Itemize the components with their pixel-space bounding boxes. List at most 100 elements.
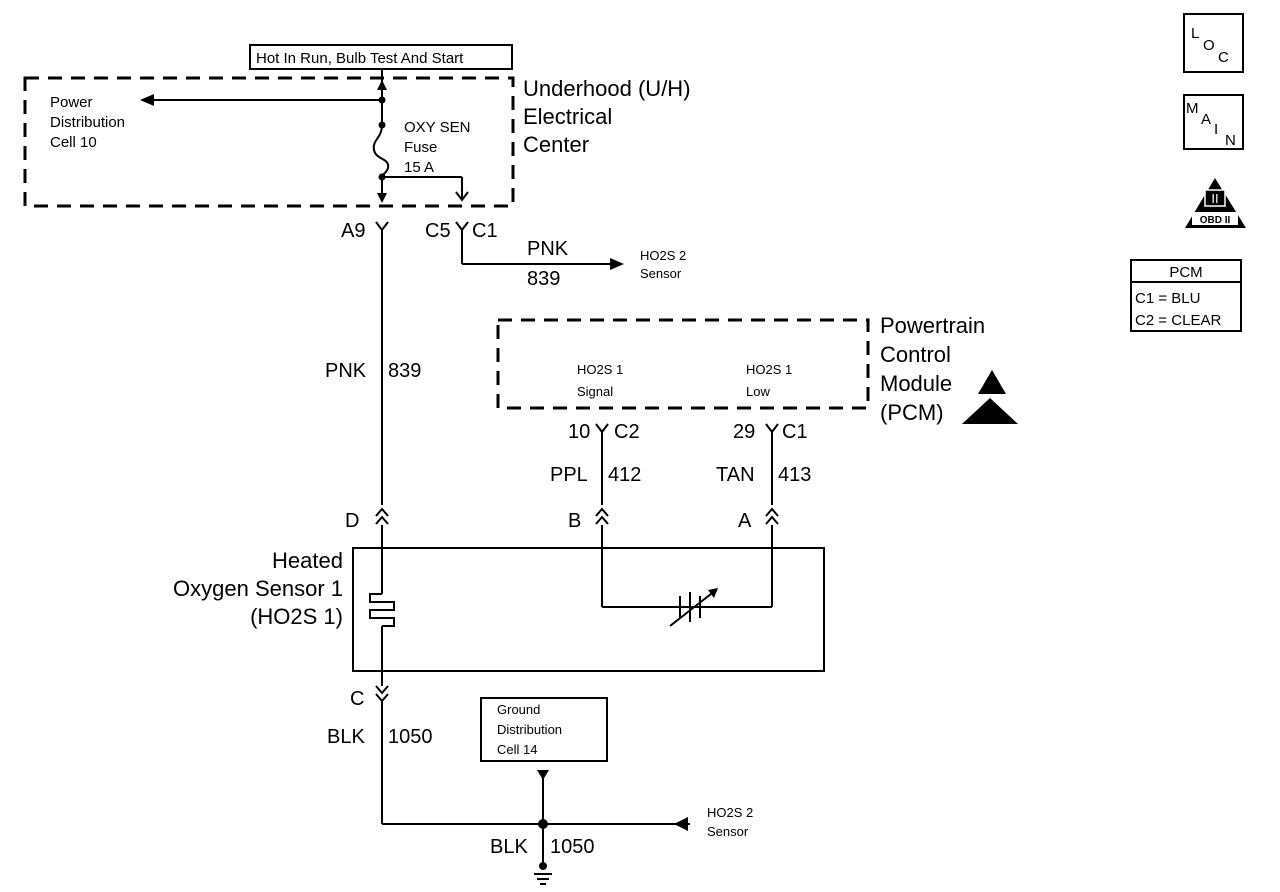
variable-resistor-symbol <box>669 588 718 627</box>
ho2s2-feed-arrow <box>610 258 624 270</box>
pcm-legend-c2: C2 = CLEAR <box>1135 312 1221 329</box>
pin-10-label: 10 <box>568 421 590 443</box>
uh-center-label-2: Electrical <box>523 104 612 129</box>
sensor-box <box>352 547 825 672</box>
conn-a9-label: A9 <box>341 220 365 242</box>
power-dist-arrow <box>140 94 154 106</box>
pin-c-lower-chevron <box>375 693 389 703</box>
wire-ppl-color: PPL <box>550 464 588 486</box>
pin-d-label: D <box>345 510 359 532</box>
power-dist-label-2: Distribution <box>50 114 125 131</box>
ground-dist-box <box>480 697 608 762</box>
pin-b-upper-chevron <box>595 507 609 517</box>
sensor-label-3: (HO2S 1) <box>250 604 343 629</box>
conn-c1-pcm-label: C1 <box>782 421 808 443</box>
ho2s2-bottom-label-2: Sensor <box>707 824 749 839</box>
pcm-legend-c1: C1 = BLU <box>1135 290 1200 307</box>
fuse-symbol <box>372 124 390 178</box>
pcm-low-label-1: HO2S 1 <box>746 362 792 377</box>
ground-icon <box>534 873 552 885</box>
pin-b-lower-chevron <box>595 515 609 525</box>
obd-ii-icon[interactable]: II OBD II <box>1185 178 1246 228</box>
loc-icon-l: L <box>1191 25 1199 42</box>
obd-icon-label: OBD II <box>1200 215 1231 226</box>
pin-c-upper-chevron <box>375 685 389 695</box>
feed-splice <box>378 96 386 104</box>
feed-arrow <box>377 80 387 90</box>
wire-pnk-right-circuit: 839 <box>527 268 560 290</box>
wire-tan-circuit: 413 <box>778 464 811 486</box>
wire-blk-upper-circuit: 1050 <box>388 726 433 748</box>
ground-splice <box>538 819 548 829</box>
pcm-label-1: Powertrain <box>880 313 985 338</box>
power-dist-label-3: Cell 10 <box>50 134 97 151</box>
ho2s2-top-label-1: HO2S 2 <box>640 248 686 263</box>
ho2s2-bottom-label-1: HO2S 2 <box>707 805 753 820</box>
conn-c1-top-label: C1 <box>472 220 498 242</box>
sensor-label-2: Oxygen Sensor 1 <box>173 576 343 601</box>
conn-c5-label: C5 <box>425 220 451 242</box>
ground-dist-label-2: Distribution <box>497 722 562 737</box>
pcm-signal-label-1: HO2S 1 <box>577 362 623 377</box>
pin-29-label: 29 <box>733 421 755 443</box>
pcm-signal-label-2: Signal <box>577 384 613 399</box>
wire-pnk-right-color: PNK <box>527 238 569 260</box>
pcm-label-3: Module <box>880 371 952 396</box>
ho2s2-bottom-arrow <box>674 817 688 831</box>
ground-node <box>539 862 547 870</box>
fuse-label-3: 15 A <box>404 159 434 176</box>
conn-c2-symbol <box>595 423 609 434</box>
c5-drop-arrow <box>455 191 469 202</box>
main-icon-a: A <box>1201 111 1211 128</box>
pin-a-upper-chevron <box>765 507 779 517</box>
esd-hand-icon <box>962 398 1018 424</box>
a9-drop-arrow <box>377 193 387 203</box>
ground-dist-label-3: Cell 14 <box>497 742 537 757</box>
pin-d-lower-chevron <box>375 515 389 525</box>
conn-c5-symbol <box>455 221 469 232</box>
pcm-low-label-2: Low <box>746 384 770 399</box>
ho2s2-top-label-2: Sensor <box>640 266 682 281</box>
top-label-box <box>249 44 513 70</box>
pcm-legend-title: PCM <box>1169 264 1202 281</box>
uh-center-box <box>23 76 515 208</box>
wire-pnk-left-color: PNK <box>325 360 367 382</box>
uh-center-label-1: Underhood (U/H) <box>523 76 691 101</box>
conn-a9-symbol <box>375 221 389 232</box>
pin-b-label: B <box>568 510 581 532</box>
esd-warning-icon <box>978 370 1006 394</box>
pcm-connector-legend: PCM C1 = BLU C2 = CLEAR <box>1130 259 1242 332</box>
wire-blk-upper-color: BLK <box>327 726 365 748</box>
pin-c-label: C <box>350 688 364 710</box>
pcm-label-2: Control <box>880 342 951 367</box>
loc-icon-c: C <box>1218 49 1229 66</box>
uh-center-label-3: Center <box>523 132 589 157</box>
conn-c2-label: C2 <box>614 421 640 443</box>
conn-c1-pcm-symbol <box>765 423 779 434</box>
main-icon-m: M <box>1186 100 1199 117</box>
heater-element-symbol <box>369 593 395 627</box>
top-label-text: Hot In Run, Bulb Test And Start <box>256 50 464 67</box>
ground-dist-arrow <box>537 770 549 780</box>
loc-icon-o: O <box>1203 37 1215 54</box>
wire-tan-color: TAN <box>716 464 755 486</box>
main-icon[interactable]: M A I N <box>1183 94 1244 150</box>
pcm-label-4: (PCM) <box>880 400 944 425</box>
wire-ppl-circuit: 412 <box>608 464 641 486</box>
fuse-label-1: OXY SEN <box>404 119 470 136</box>
pin-a-lower-chevron <box>765 515 779 525</box>
wire-pnk-left-circuit: 839 <box>388 360 421 382</box>
wire-blk-lower-circuit: 1050 <box>550 836 595 858</box>
loc-icon[interactable]: L O C <box>1183 13 1244 73</box>
fuse-label-2: Fuse <box>404 139 437 156</box>
sensor-label-1: Heated <box>272 548 343 573</box>
power-dist-label-1: Power <box>50 94 93 111</box>
main-icon-i: I <box>1214 121 1218 138</box>
pin-d-upper-chevron <box>375 507 389 517</box>
pin-a-label: A <box>738 510 752 532</box>
pcm-box <box>496 318 870 410</box>
wire-blk-lower-color: BLK <box>490 836 528 858</box>
main-icon-n: N <box>1225 132 1236 149</box>
obd-icon-roman: II <box>1211 191 1218 206</box>
